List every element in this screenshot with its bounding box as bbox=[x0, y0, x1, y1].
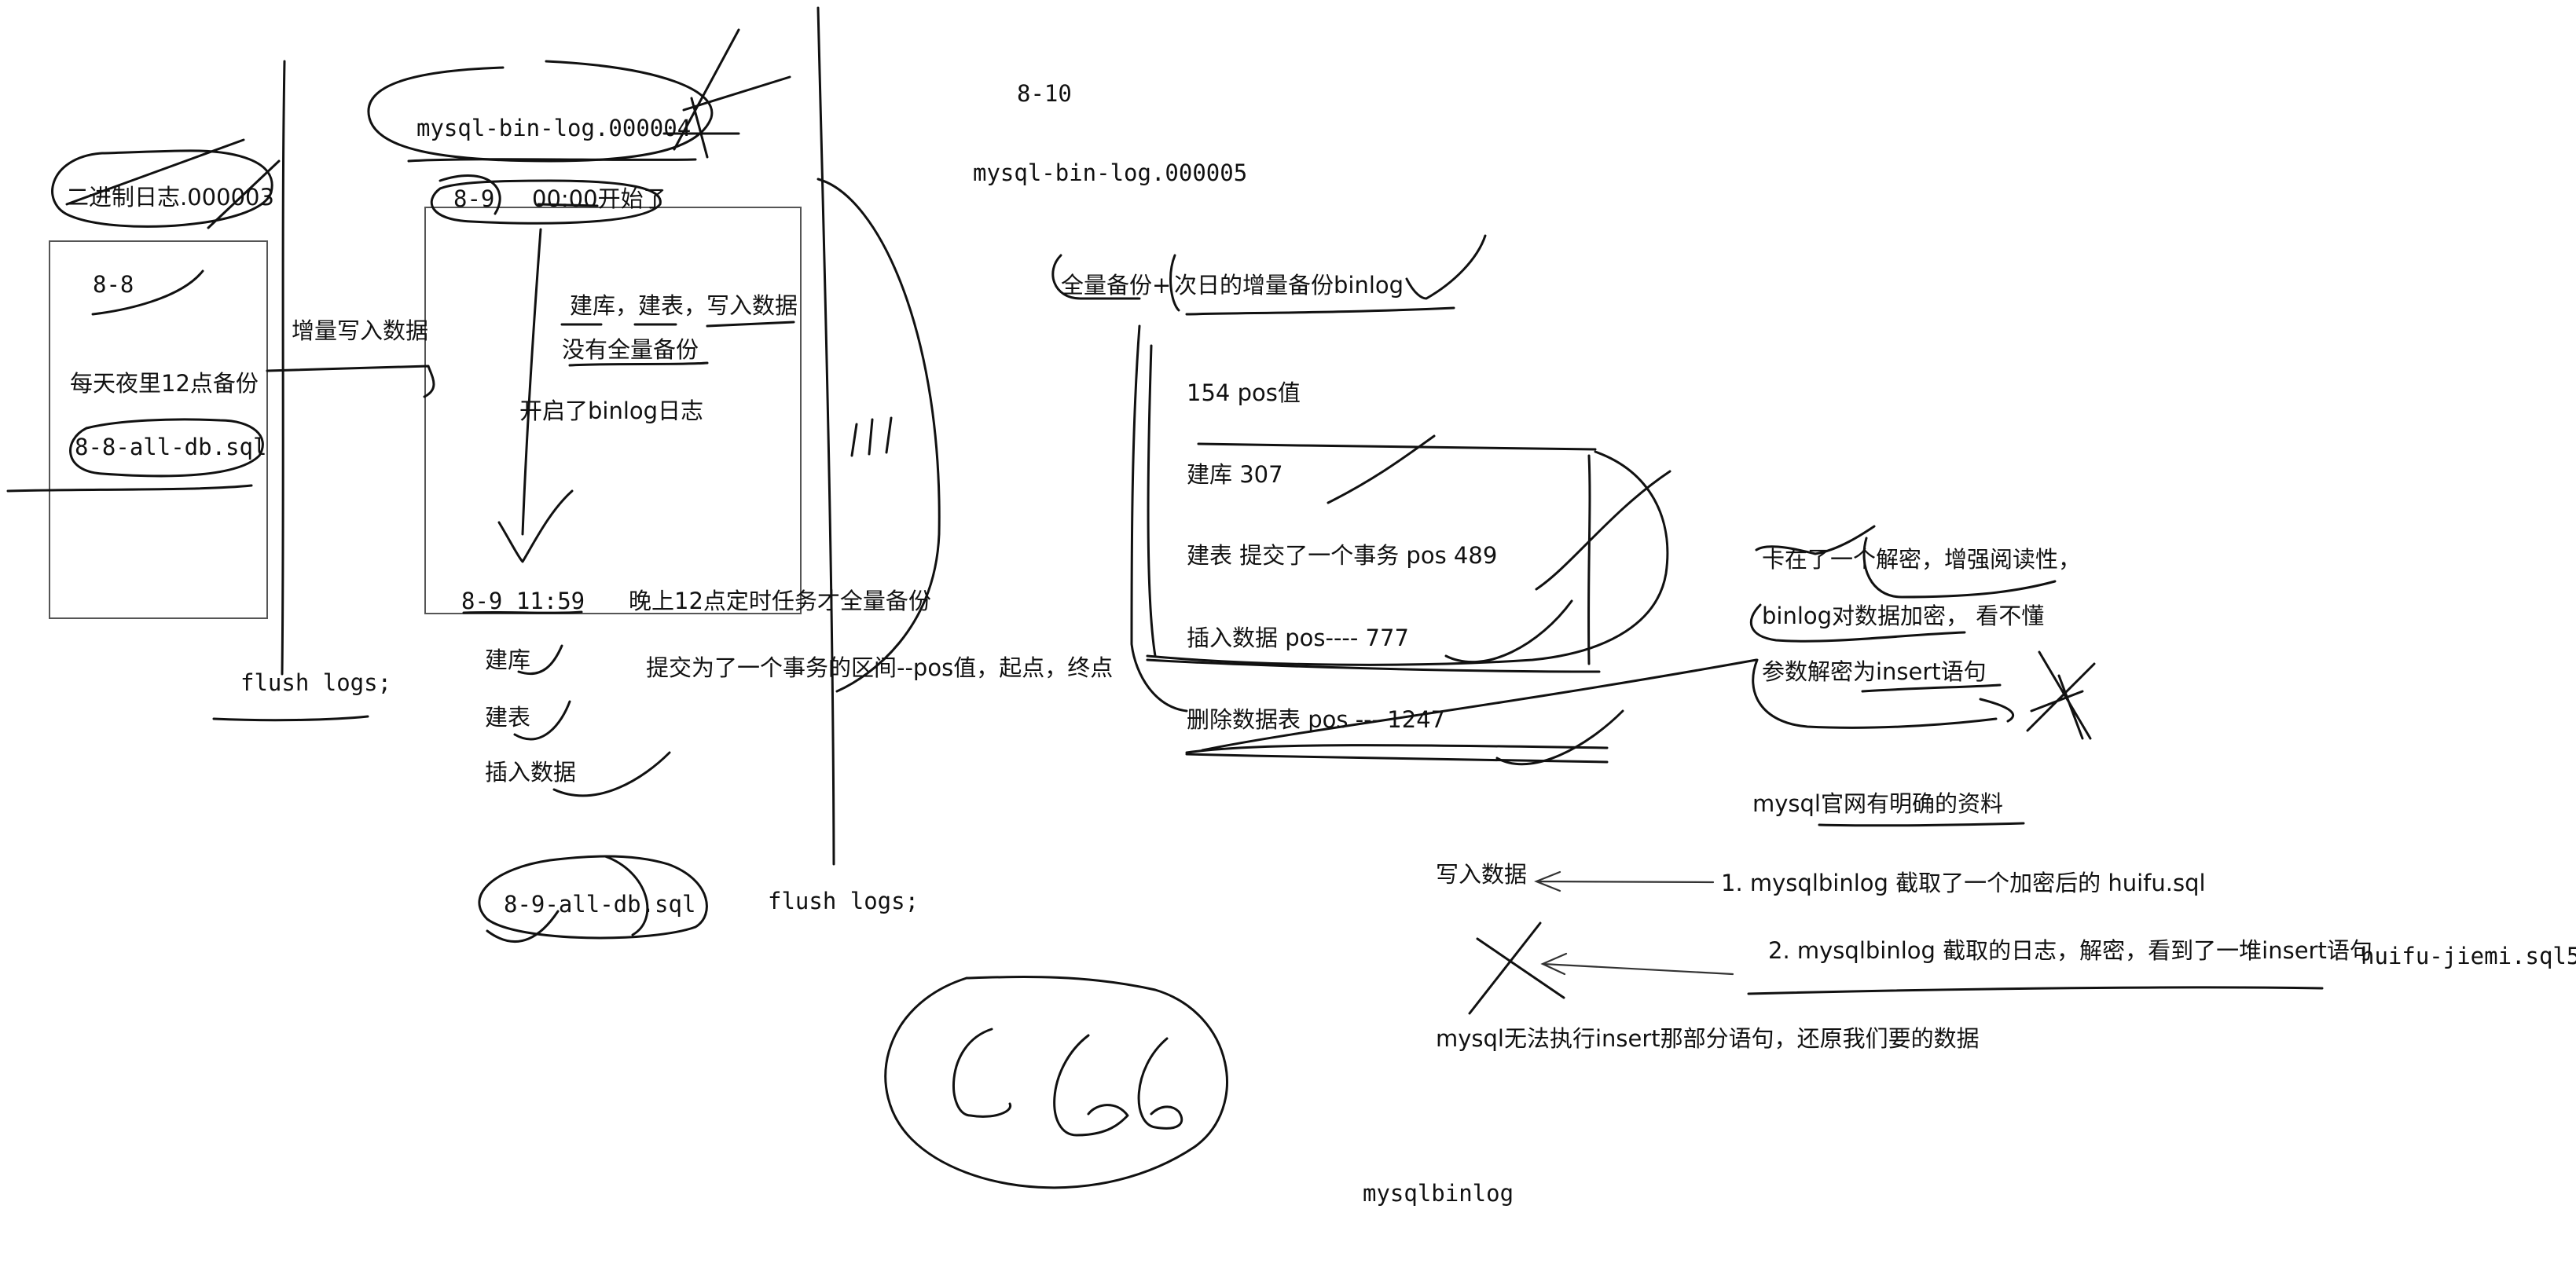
circle-pos-list bbox=[1146, 450, 1669, 666]
divider-left bbox=[281, 60, 286, 676]
check-create-db-2 bbox=[517, 644, 563, 676]
underline-stuck-1 bbox=[1755, 525, 1876, 555]
doodle-six-2 bbox=[1053, 1034, 1129, 1137]
binlog-encrypted-note: binlog对数据加密， 看不懂 bbox=[1762, 603, 2045, 629]
box-8-8 bbox=[49, 240, 268, 619]
underline-stuck-2 bbox=[1862, 537, 2057, 599]
underline-step2 bbox=[1747, 986, 2324, 995]
underline-drop-table bbox=[1185, 744, 1609, 764]
underline-no-full-backup bbox=[568, 361, 709, 367]
underline-create-write bbox=[560, 321, 795, 328]
backup-8-8-file: 8-8-all-db.sql bbox=[75, 434, 267, 460]
scribble-binlog-000003 bbox=[65, 138, 281, 229]
scribble-binlog-000004 bbox=[662, 28, 791, 159]
incremental-write-label: 增量写入数据 bbox=[292, 317, 429, 344]
doodle-666-circle bbox=[884, 976, 1228, 1189]
line-below-insert bbox=[1146, 658, 1601, 673]
underline-param-decrypt bbox=[1861, 683, 2014, 723]
bracket-curve bbox=[816, 178, 941, 693]
doodle-six-1 bbox=[952, 1028, 1012, 1118]
arrow-down-8-9 bbox=[497, 228, 574, 563]
sub-circle-8-9 bbox=[439, 174, 501, 215]
circle-start-8-9 bbox=[430, 179, 662, 225]
create-db-table-write: 建库，建表，写入数据 bbox=[570, 292, 798, 319]
bracket-pos-list-inner bbox=[1147, 344, 1157, 658]
underline-backup-8-8 bbox=[6, 484, 253, 493]
check-next-day bbox=[1405, 234, 1487, 300]
start-8-9-date: 8-9 bbox=[453, 185, 495, 212]
arrow-step2 bbox=[1540, 952, 1734, 976]
step1-note: 1. mysqlbinlog 截取了一个加密后的 huifu.sql bbox=[1721, 870, 2206, 896]
full-backup-plus: 全量备份+ bbox=[1061, 272, 1172, 299]
doodle-six-3 bbox=[1137, 1037, 1183, 1130]
underline-time-8-9 bbox=[462, 610, 583, 614]
pos-154: 154 pos值 bbox=[1187, 379, 1301, 406]
insert-data-2: 插入数据 bbox=[485, 759, 577, 786]
next-day-incremental: 次日的增量备份binlog bbox=[1174, 272, 1404, 299]
underline-binlog-000004 bbox=[407, 158, 697, 163]
underline-official-docs bbox=[1818, 822, 2025, 827]
tally-marks bbox=[850, 416, 893, 457]
flush-logs-mid: flush logs; bbox=[768, 888, 919, 914]
line-pos-list-right bbox=[1587, 454, 1591, 665]
check-create-table-489 bbox=[1535, 470, 1671, 591]
flush-logs-left: flush logs; bbox=[240, 669, 392, 696]
bracket-pos-list bbox=[1130, 324, 1188, 713]
step2-note: 2. mysqlbinlog 截取的日志，解密，看到了一堆insert语句 bbox=[1768, 937, 2372, 964]
cross-param-decrypt bbox=[2026, 650, 2096, 740]
date-8-10-label: 8-10 bbox=[1017, 80, 1072, 107]
stuck-decrypt-note: 卡在了一个解密，增强阅读性， bbox=[1762, 546, 2082, 573]
connector-to-notes bbox=[1201, 658, 1758, 752]
official-docs-note: mysql官网有明确的资料 bbox=[1752, 790, 2003, 817]
circle-backup-8-8 bbox=[69, 418, 264, 478]
binlog-000003-label: 二进制日志.000003 bbox=[66, 184, 274, 211]
create-table-489: 建表 提交了一个事务 pos 489 bbox=[1187, 542, 1498, 569]
check-create-db-307 bbox=[1327, 434, 1436, 504]
param-decrypt-note: 参数解密为insert语句 bbox=[1762, 658, 1987, 685]
arrow-step1 bbox=[1534, 870, 1715, 892]
insert-777: 插入数据 pos---- 777 bbox=[1187, 625, 1409, 651]
bracket-param-decrypt bbox=[1752, 658, 1998, 729]
create-table-2: 建表 bbox=[485, 704, 531, 731]
underline-flush-logs-left bbox=[212, 715, 369, 722]
huifu-jiemi-file: huifu-jiemi.sql5 bbox=[2361, 943, 2576, 969]
binlog-000004-label: mysql-bin-log.000004 bbox=[416, 115, 692, 141]
check-insert-777 bbox=[1444, 599, 1573, 664]
arrow-incremental bbox=[266, 365, 435, 398]
create-db-2: 建库 bbox=[485, 647, 531, 673]
line-above-create-db bbox=[1197, 442, 1597, 451]
start-8-9-time: 00:00开始了 bbox=[532, 185, 666, 212]
write-data-label: 写入数据 bbox=[1436, 861, 1528, 888]
no-full-backup-label: 没有全量备份 bbox=[562, 336, 699, 363]
nightly-backup-label: 每天夜里12点备份 bbox=[70, 370, 259, 397]
mysqlbinlog-label: mysqlbinlog bbox=[1363, 1180, 1514, 1207]
check-insert-data-2 bbox=[552, 751, 671, 797]
check-drop-table bbox=[1495, 709, 1624, 766]
circle-binlog-000003 bbox=[51, 149, 273, 228]
transaction-pos-range: 提交为了一个事务的区间--pos值，起点，终点 bbox=[646, 654, 1114, 681]
box-8-9 bbox=[424, 207, 802, 614]
bracket-full-backup bbox=[1051, 254, 1141, 300]
cross-write-data bbox=[1468, 921, 1565, 1015]
divider-middle bbox=[816, 6, 835, 866]
circle-binlog-000004 bbox=[367, 60, 714, 163]
binlog-000005-label: mysql-bin-log.000005 bbox=[973, 159, 1248, 186]
drop-table-1247: 删除数据表 pos --- 1247 bbox=[1187, 706, 1446, 733]
underline-00-00 bbox=[537, 203, 599, 207]
binlog-enabled-label: 开启了binlog日志 bbox=[519, 398, 704, 424]
backup-8-9-file: 8-9-all-db.sql bbox=[504, 891, 696, 918]
night-full-backup-task: 晚上12点定时任务才全量备份 bbox=[629, 588, 931, 614]
underline-encrypted bbox=[1749, 603, 1966, 643]
create-db-307: 建库 307 bbox=[1187, 461, 1283, 488]
time-8-9-1159: 8-9 11:59 bbox=[461, 588, 585, 614]
check-create-table-2 bbox=[513, 700, 571, 741]
cannot-execute-note: mysql无法执行insert那部分语句，还原我们要的数据 bbox=[1436, 1025, 1980, 1052]
date-8-8-label: 8-8 bbox=[93, 271, 134, 298]
scribble-backup-8-9 bbox=[486, 855, 649, 943]
underline-next-day bbox=[1169, 254, 1455, 316]
check-8-8 bbox=[91, 269, 204, 316]
circle-backup-8-9 bbox=[478, 855, 708, 940]
